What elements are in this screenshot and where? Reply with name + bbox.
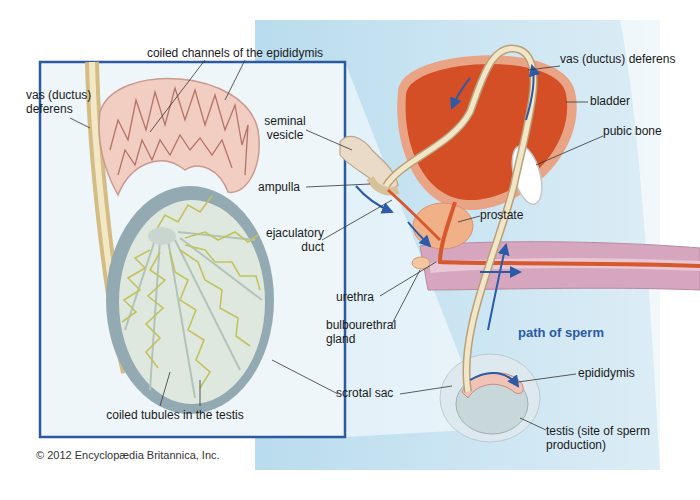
sperm-path-arrows [356,66,534,386]
scrotum [440,354,540,442]
part-label: ampulla [258,180,308,194]
coiled-tubules [122,196,260,388]
part-label: urethra [336,290,396,304]
urethra-tube [440,202,700,266]
part-label: coiled tubules in the testis [60,408,290,422]
epididymis-shape [462,373,523,398]
part-label: coiled channels of the epididymis [120,46,350,60]
path-caption: path of sperm [518,326,638,340]
copyright-note: © 2012 Encyclopædia Britannica, Inc. [36,448,316,462]
epididymis-head [99,79,259,195]
part-label: testis (site of sperm production) [546,424,676,452]
part-label: scrotal sac [336,386,416,400]
ejaculatory-duct-line [388,190,440,240]
testis-septa [125,232,262,398]
ampulla-shape [370,178,398,192]
part-label: prostate [480,208,550,222]
inset-box [40,62,345,437]
part-label: bulbourethral gland [326,318,416,346]
part-label: ejaculatory duct [248,226,324,254]
testis-capsule [106,186,274,414]
leader-lines [70,60,603,430]
part-label: bladder [590,94,660,108]
part-label: pubic bone [603,124,683,138]
part-label: seminal vesicle [255,114,315,142]
part-label: epididymis [578,366,668,380]
part-label: vas (ductus) deferens [26,88,106,116]
epididymis-coils [110,88,248,175]
testis-interior [119,200,265,404]
part-label: vas (ductus) deferens [560,52,700,66]
rete-testis [148,227,176,245]
bladder [406,64,568,200]
